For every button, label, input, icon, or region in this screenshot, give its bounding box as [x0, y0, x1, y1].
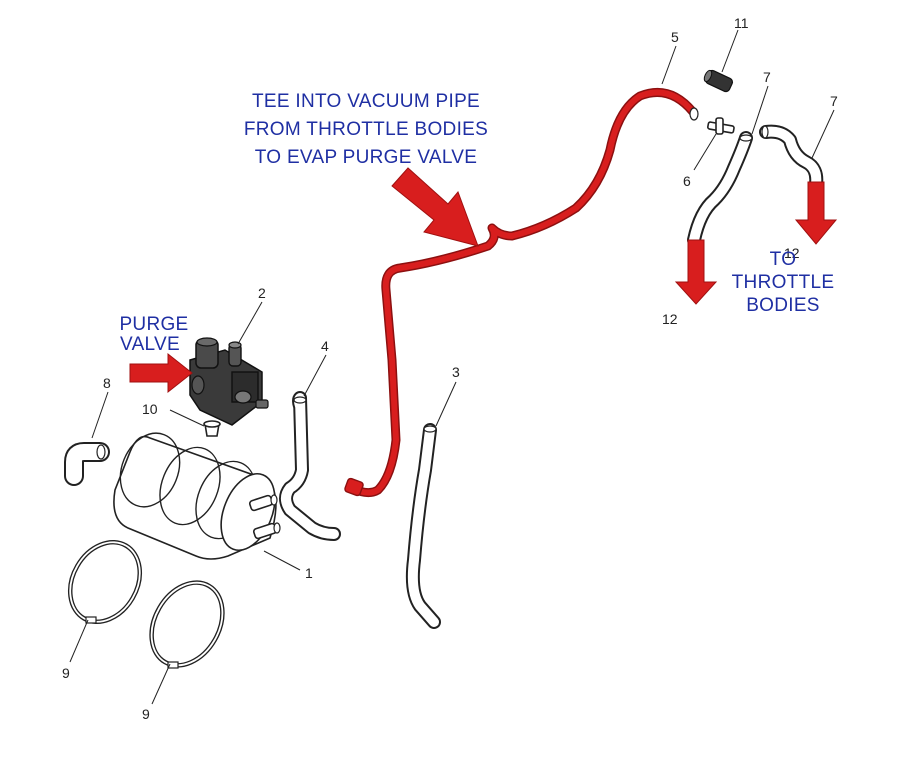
part-number-4: 4: [321, 338, 329, 354]
tee-connector: [707, 117, 735, 135]
tee-line-1: TEE INTO VACUUM PIPE: [252, 91, 480, 112]
purge-line-2: VALVE: [120, 334, 180, 355]
part-number-6: 6: [683, 173, 691, 189]
clamp-left: [67, 540, 143, 624]
cap: [703, 69, 734, 93]
elbow-hose: [64, 442, 110, 486]
part-number-2: 2: [258, 285, 266, 301]
tee-line-3: TO EVAP PURGE VALVE: [255, 147, 478, 168]
part-number-7-left: 7: [763, 69, 771, 85]
purge-line-1: PURGE: [119, 314, 188, 335]
part-number-9-left: 9: [62, 665, 70, 681]
throttle-arrow-left: [674, 239, 718, 305]
part-number-12-right: 12: [784, 245, 800, 261]
part-number-12-left: 12: [662, 311, 678, 327]
purge-valve: [189, 337, 269, 426]
clamp-right: [149, 580, 225, 669]
purge-valve-arrow: [129, 352, 193, 394]
leader-lines: [69, 29, 835, 705]
tee-into-annotation: TEE INTO VACUUM PIPE FROM THROTTLE BODIE…: [244, 91, 488, 168]
hose-7-right: [759, 124, 824, 191]
part-number-8: 8: [103, 375, 111, 391]
screw: [203, 420, 221, 437]
part-number-1: 1: [305, 565, 313, 581]
throttle-line-2: THROTTLE: [732, 272, 835, 293]
throttle-line-1: TO: [770, 249, 797, 270]
part-number-11: 11: [734, 15, 749, 31]
charcoal-canister: [113, 432, 281, 560]
part-number-5: 5: [671, 29, 679, 45]
throttle-line-3: BODIES: [746, 295, 820, 316]
throttle-arrow-right: [794, 181, 838, 245]
hose-3: [405, 423, 441, 629]
to-throttle-annotation: TO THROTTLE BODIES: [732, 249, 835, 316]
hose-7-left: [687, 131, 753, 247]
part-number-3: 3: [452, 364, 460, 380]
part-number-7-right: 7: [830, 93, 838, 109]
tee-line-2: FROM THROTTLE BODIES: [244, 119, 488, 140]
tee-arrow: [391, 167, 479, 247]
purge-valve-annotation: PURGE VALVE: [119, 314, 188, 355]
part-number-10: 10: [142, 401, 158, 417]
vacuum-pipe-highlighted: [344, 87, 699, 498]
hose-4: [279, 391, 341, 541]
part-number-9-right: 9: [142, 706, 150, 722]
